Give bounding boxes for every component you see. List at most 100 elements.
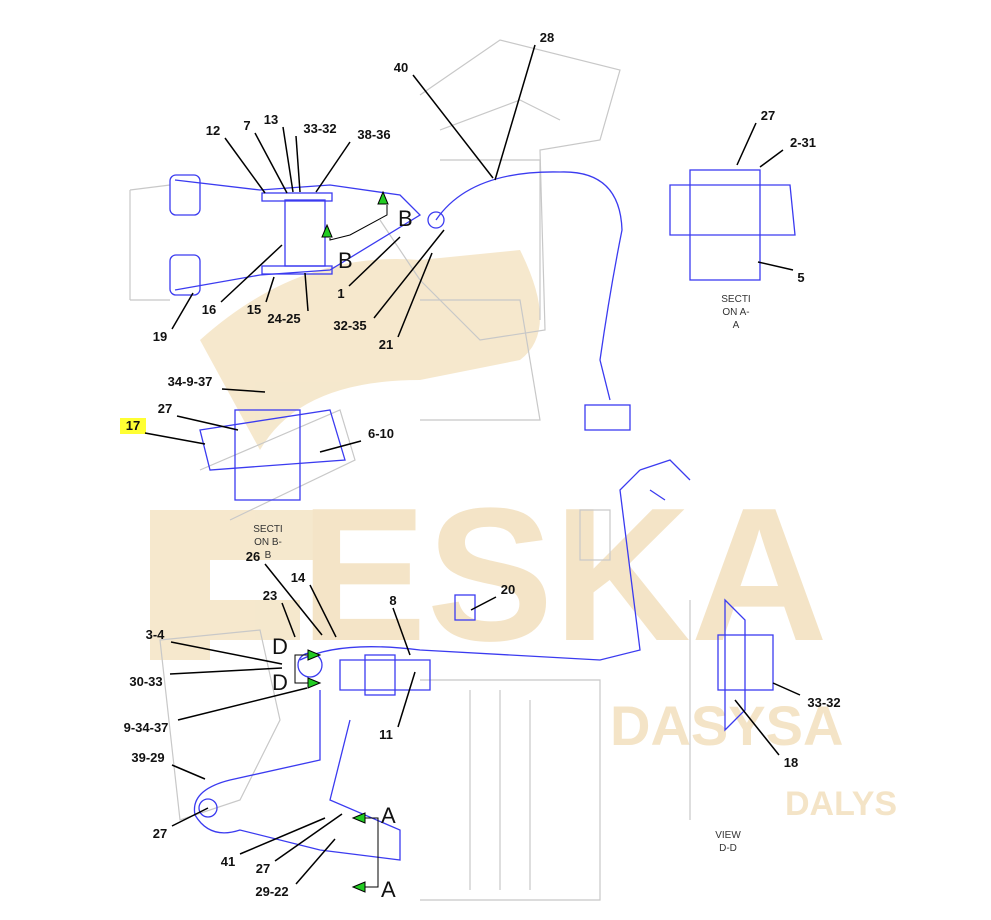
callout-label[interactable]: 2-31: [790, 135, 816, 150]
callout-highlight: [120, 418, 146, 434]
callout-label[interactable]: 40: [394, 60, 408, 75]
callout-11: 11: [379, 671, 416, 742]
callout-label[interactable]: 5: [797, 270, 804, 285]
callout-label[interactable]: 23: [263, 588, 277, 603]
callout-41: 41: [221, 817, 326, 869]
view-d-caption-1: VIEW: [715, 830, 741, 841]
callout-label[interactable]: 6-10: [368, 426, 394, 441]
leader-line: [281, 602, 296, 638]
callout-20: 20: [470, 582, 515, 611]
callout-label[interactable]: 33-32: [303, 121, 336, 136]
leader-line: [315, 141, 351, 193]
callout-27: 27: [736, 108, 775, 166]
callout-label[interactable]: 3-4: [146, 627, 166, 642]
callout-17: 17: [120, 418, 206, 445]
callout-27: 27: [256, 813, 343, 876]
callout-3-4: 3-4: [146, 627, 283, 665]
callout-label[interactable]: 39-29: [131, 750, 164, 765]
callout-label[interactable]: 7: [243, 118, 250, 133]
leader-line: [171, 292, 194, 330]
callout-label[interactable]: 14: [291, 570, 306, 585]
section-a-caption-3: A: [733, 320, 740, 331]
leader-line: [254, 132, 288, 194]
leader-line: [282, 126, 294, 193]
view-d-caption-2: D-D: [719, 843, 737, 854]
callout-label[interactable]: 18: [784, 755, 798, 770]
callout-label[interactable]: 27: [153, 826, 167, 841]
callout-label[interactable]: 11: [379, 727, 393, 742]
leader-line: [144, 432, 206, 445]
callout-label[interactable]: 12: [206, 123, 220, 138]
callout-label[interactable]: 1: [337, 286, 344, 301]
callout-label[interactable]: 20: [501, 582, 515, 597]
callout-33-32: 33-32: [295, 121, 337, 193]
callout-39-29: 39-29: [131, 750, 206, 780]
callout-34-9-37: 34-9-37: [168, 374, 266, 393]
section-letter-b-bottom: B: [338, 248, 353, 273]
callout-12: 12: [206, 123, 266, 194]
leader-line: [264, 563, 323, 636]
leader-line: [274, 813, 343, 862]
leader-line: [171, 764, 206, 780]
callout-19: 19: [153, 292, 194, 344]
callout-label[interactable]: 27: [256, 861, 270, 876]
callout-label[interactable]: 28: [540, 30, 554, 45]
callout-label[interactable]: 9-34-37: [124, 720, 169, 735]
callout-label[interactable]: 8: [389, 593, 396, 608]
callout-label[interactable]: 38-36: [357, 127, 390, 142]
leader-line: [309, 584, 337, 638]
watermark-sub1: DASYSA: [610, 694, 843, 757]
callout-label[interactable]: 30-33: [129, 674, 162, 689]
callout-5: 5: [757, 261, 805, 285]
callout-layer: 28 40 12 7 13 33-32 38-36 16 15 24-25 19 1 32-35 21 27…: [120, 30, 841, 899]
callout-27: 27: [158, 401, 239, 431]
callout-label[interactable]: 41: [221, 854, 235, 869]
callout-29-22: 29-22: [255, 838, 336, 899]
leader-line: [759, 149, 784, 168]
callout-1: 1: [337, 236, 401, 301]
callout-32-35: 32-35: [333, 229, 445, 333]
callout-label[interactable]: 13: [264, 112, 278, 127]
section-b-caption-3: B: [265, 550, 272, 561]
callout-21: 21: [379, 252, 433, 352]
leader-line: [295, 135, 301, 193]
callout-label[interactable]: 32-35: [333, 318, 366, 333]
callout-label[interactable]: 29-22: [255, 884, 288, 899]
leader-line: [171, 807, 209, 827]
callout-23: 23: [263, 588, 296, 638]
callout-label[interactable]: 17: [126, 418, 140, 433]
leader-line: [348, 236, 401, 287]
callout-38-36: 38-36: [315, 127, 391, 193]
callout-label[interactable]: 21: [379, 337, 393, 352]
watermark-sub2: DALYS: [785, 785, 897, 823]
callout-15: 15: [247, 276, 275, 317]
section-letter-b-top: B: [398, 206, 413, 231]
leader-line: [176, 415, 239, 431]
leader-line: [220, 244, 283, 303]
section-a-caption-1: SECTI: [721, 294, 750, 305]
callout-label[interactable]: 19: [153, 329, 167, 344]
callout-label[interactable]: 26: [246, 549, 260, 564]
callout-label[interactable]: 16: [202, 302, 216, 317]
callout-label[interactable]: 15: [247, 302, 261, 317]
leader-line: [397, 671, 416, 728]
callout-label[interactable]: 27: [761, 108, 775, 123]
leader-line: [772, 682, 801, 696]
callout-label[interactable]: 27: [158, 401, 172, 416]
leader-line: [734, 699, 780, 756]
section-letter-a-top: A: [381, 803, 396, 828]
callout-6-10: 6-10: [319, 426, 394, 453]
callout-label[interactable]: 34-9-37: [168, 374, 213, 389]
section-b-caption-1: SECTI: [253, 524, 282, 535]
callout-8: 8: [389, 593, 411, 656]
callout-28: 28: [494, 30, 554, 181]
callout-33-32: 33-32: [772, 682, 841, 710]
leader-line: [412, 74, 494, 179]
leader-line: [470, 596, 497, 611]
callout-18: 18: [734, 699, 798, 770]
section-a-caption-2: ON A-: [722, 307, 749, 318]
callout-label[interactable]: 24-25: [267, 311, 300, 326]
callout-label[interactable]: 33-32: [807, 695, 840, 710]
section-b-caption-2: ON B-: [254, 537, 282, 548]
leader-line: [170, 641, 283, 665]
